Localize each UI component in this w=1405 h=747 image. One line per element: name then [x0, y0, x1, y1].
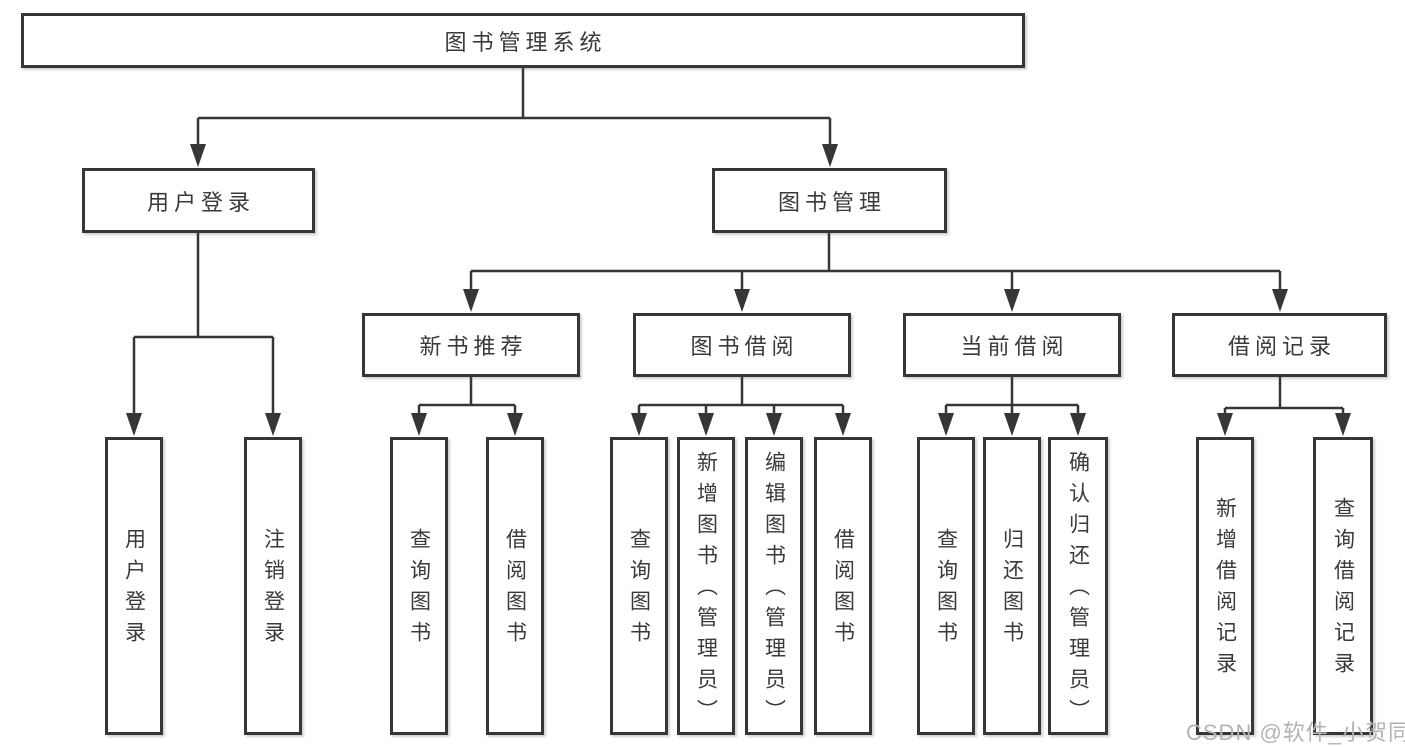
arrow-down-icon — [126, 413, 142, 436]
node-borrowing-records: 借阅记录 — [1172, 313, 1387, 377]
arrow-down-icon — [463, 289, 479, 312]
arrow-down-icon — [1004, 413, 1020, 436]
arrow-down-icon — [1272, 289, 1288, 312]
node-book-borrowing: 图书借阅 — [633, 313, 851, 377]
arrow-down-icon — [822, 144, 838, 167]
node-new-book-recommendation: 新书推荐 — [362, 313, 580, 377]
node-add-books-admin: 新增图书（管理员） — [677, 437, 735, 735]
arrow-down-icon — [734, 289, 750, 312]
node-user-login-leaf: 用户登录 — [105, 437, 163, 735]
arrow-down-icon — [1070, 413, 1086, 436]
node-edit-books-admin: 编辑图书（管理员） — [745, 437, 803, 735]
edge-borrowrecord-to-leaves — [1223, 377, 1345, 420]
node-return-books: 归还图书 — [983, 437, 1041, 735]
node-add-borrowing-record: 新增借阅记录 — [1196, 437, 1254, 735]
arrow-down-icon — [698, 413, 714, 436]
edge-root-to-level2 — [196, 68, 832, 150]
arrowheads — [126, 144, 1351, 436]
arrow-down-icon — [835, 413, 851, 436]
arrow-down-icon — [631, 413, 647, 436]
node-user-login: 用户登录 — [82, 168, 315, 233]
node-query-books: 查询图书 — [390, 437, 448, 735]
node-current-borrowing: 当前借阅 — [903, 313, 1121, 377]
edge-newbookrec-to-leaves — [417, 377, 517, 420]
node-book-management: 图书管理 — [712, 168, 947, 233]
node-borrow-books: 借阅图书 — [486, 437, 544, 735]
arrow-down-icon — [507, 413, 523, 436]
node-confirm-return-admin: 确认归还（管理员） — [1048, 437, 1108, 735]
arrow-down-icon — [1335, 413, 1351, 436]
arrow-down-icon — [265, 413, 281, 436]
edge-currentborrow-to-leaves — [944, 377, 1080, 420]
node-logout: 注销登录 — [244, 437, 302, 735]
csdn-watermark: CSDN @软件_小贺同学 — [1186, 720, 1405, 745]
arrow-down-icon — [1217, 413, 1233, 436]
node-borrow-books: 借阅图书 — [814, 437, 872, 735]
edge-bookborrow-to-leaves — [637, 377, 845, 420]
node-query-books: 查询图书 — [610, 437, 668, 735]
edge-userlogin-to-leaves — [132, 233, 275, 420]
node-query-borrowing-record: 查询借阅记录 — [1313, 437, 1373, 735]
node-library-management-system: 图书管理系统 — [21, 13, 1025, 68]
tree-edges — [132, 68, 1345, 420]
arrow-down-icon — [411, 413, 427, 436]
arrow-down-icon — [766, 413, 782, 436]
arrow-down-icon — [190, 144, 206, 167]
arrow-down-icon — [1004, 289, 1020, 312]
edge-bookmgmt-to-level3 — [469, 233, 1282, 296]
node-query-books: 查询图书 — [917, 437, 975, 735]
arrow-down-icon — [938, 413, 954, 436]
